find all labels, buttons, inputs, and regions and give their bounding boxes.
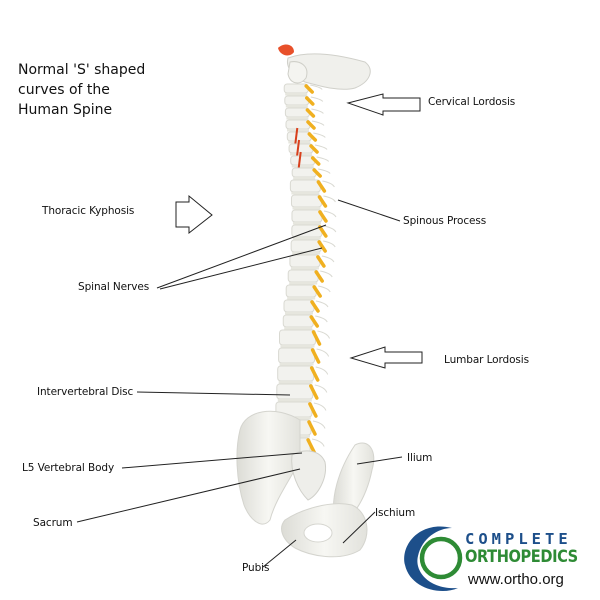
label-l5-vertebral-body: L5 Vertebral Body xyxy=(22,462,115,474)
diagram-title: Normal 'S' shaped curves of the Human Sp… xyxy=(18,60,188,120)
title-line-1: Normal 'S' shaped xyxy=(18,62,146,78)
label-spinal-nerves: Spinal Nerves xyxy=(78,281,150,293)
cervical-arrow-icon xyxy=(346,93,421,116)
label-intervertebral-disc: Intervertebral Disc xyxy=(37,386,134,398)
label-spinous-process: Spinous Process xyxy=(403,215,487,227)
leader-lines xyxy=(76,199,403,568)
label-ilium: Ilium xyxy=(407,452,433,464)
label-sacrum: Sacrum xyxy=(33,517,73,529)
title-line-2: curves of the xyxy=(18,82,110,98)
logo-line-orthopedics: ORTHOPEDICS xyxy=(465,547,578,567)
lumbar-arrow-icon xyxy=(349,346,423,369)
label-thoracic-kyphosis: Thoracic Kyphosis xyxy=(42,205,135,217)
label-lumbar-lordosis: Lumbar Lordosis xyxy=(444,354,529,366)
logo-emblem-icon xyxy=(404,526,463,592)
title-line-3: Human Spine xyxy=(18,102,113,118)
occipital-bone xyxy=(278,44,371,90)
label-cervical-lordosis: Cervical Lordosis xyxy=(428,96,516,108)
logo-line-complete: COMPLETE xyxy=(465,530,572,548)
label-pubis: Pubis xyxy=(242,562,270,574)
pelvis xyxy=(236,410,375,558)
arrows xyxy=(175,93,423,369)
thoracic-arrow-icon xyxy=(175,194,213,235)
vertebral-column xyxy=(273,83,337,456)
logo-url: www.ortho.org xyxy=(468,571,564,588)
label-ischium: Ischium xyxy=(375,507,416,519)
